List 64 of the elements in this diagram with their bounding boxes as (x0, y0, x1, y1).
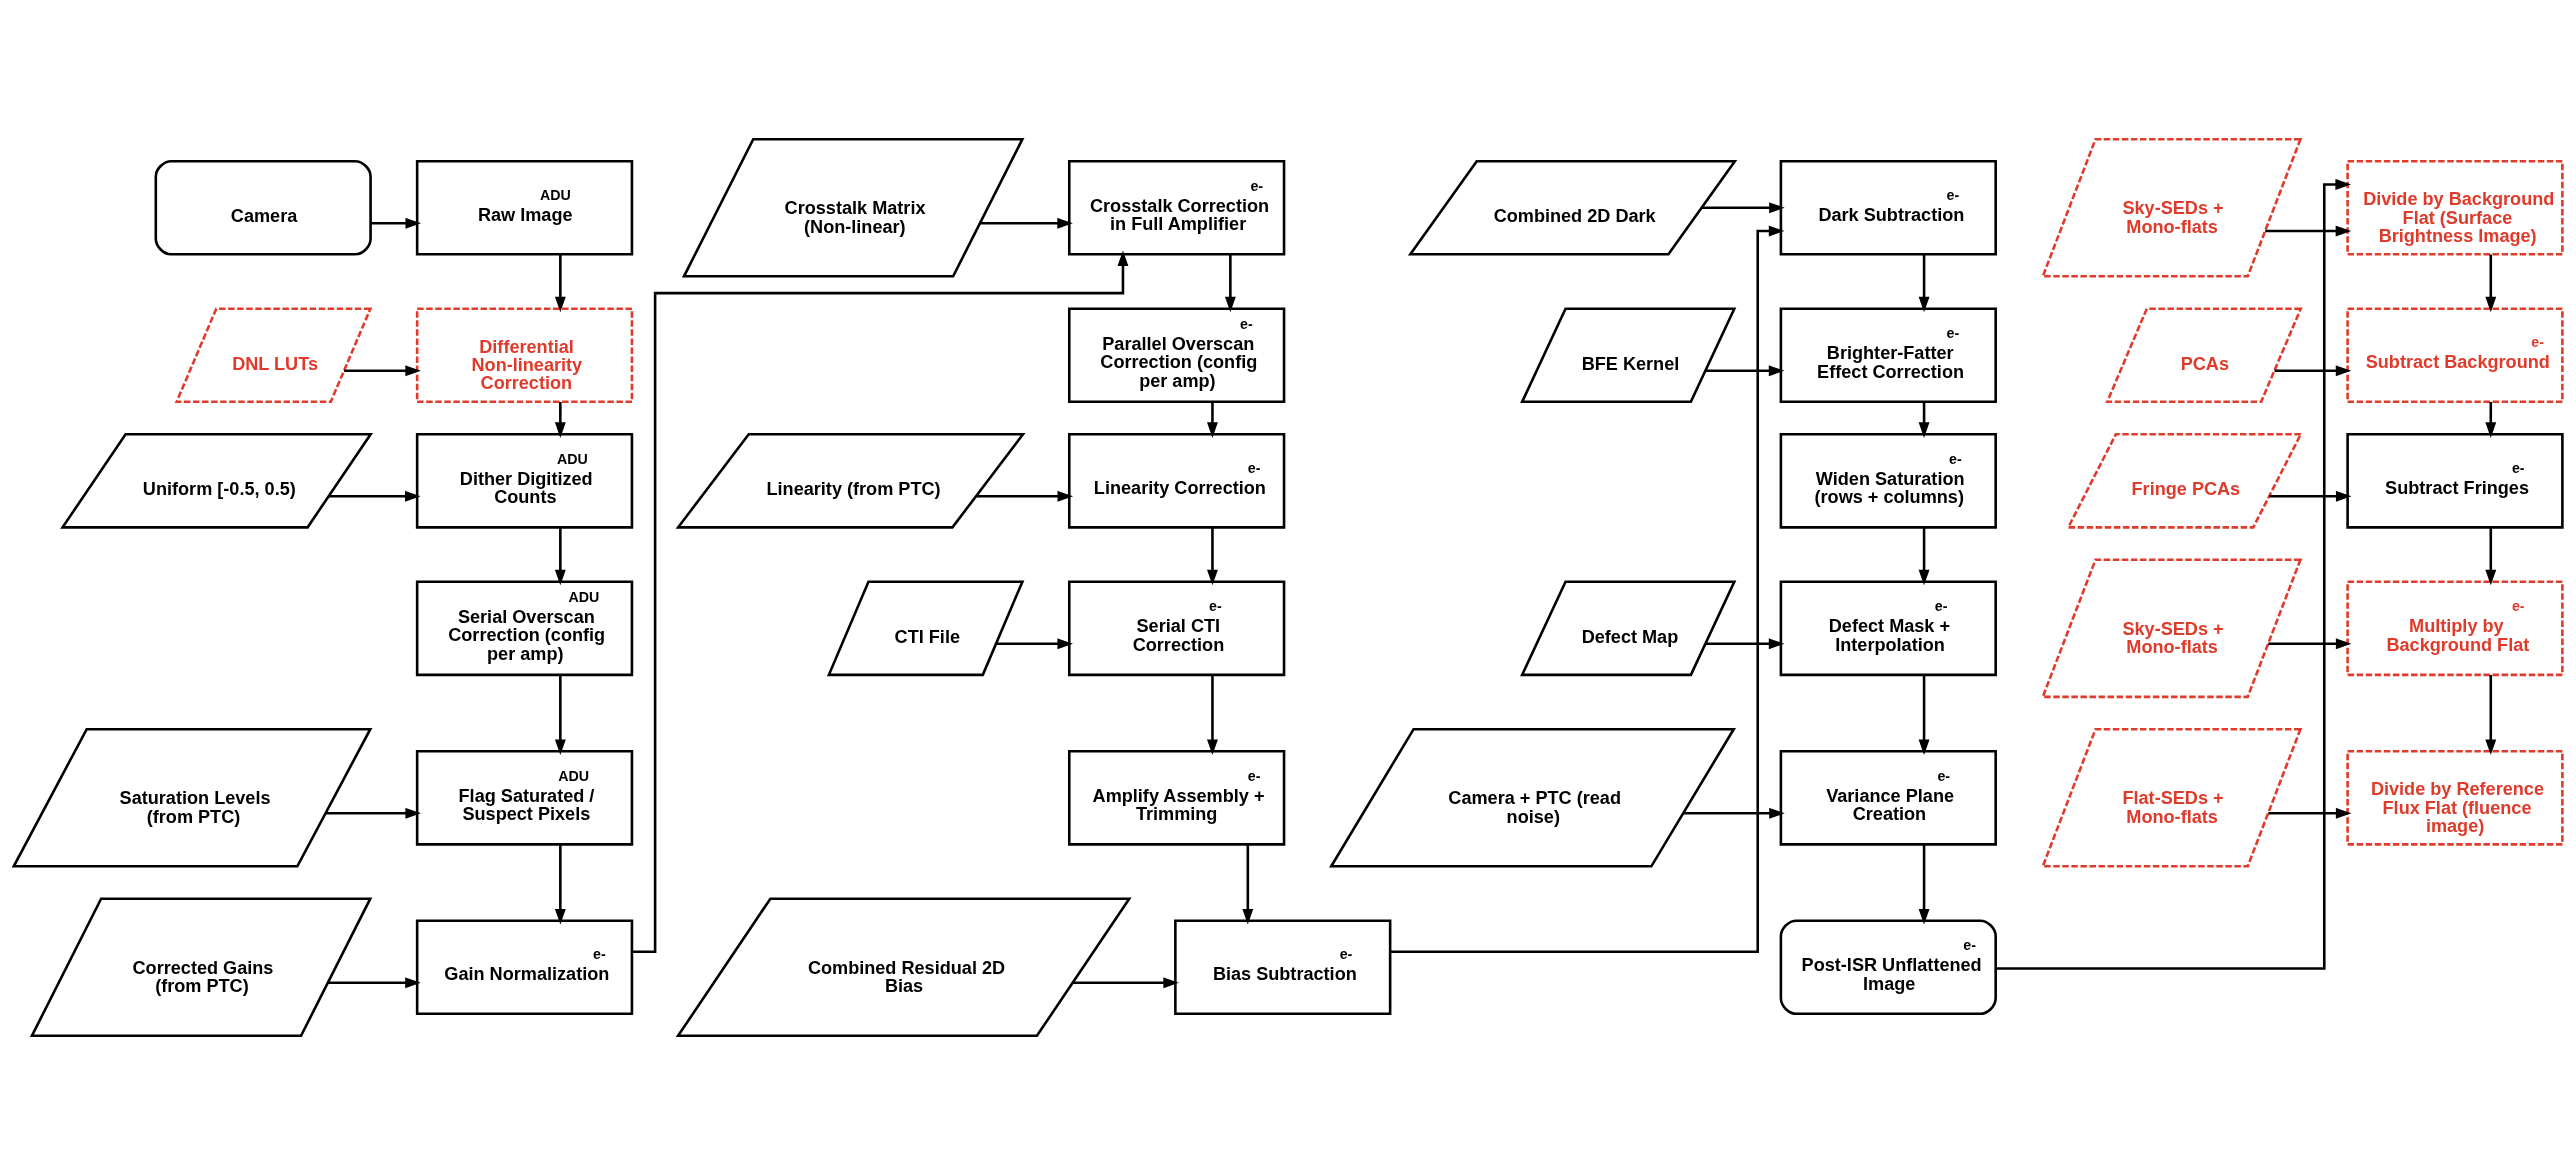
node-box: Divide by Background Flat (Surface Brightness Image) (2346, 159, 2564, 256)
arrow (2274, 364, 2352, 376)
node-box: Divide by Reference Flux Flat (fluence image) (2346, 749, 2564, 846)
node-box: ADU Raw Image (415, 159, 634, 256)
arrow (996, 637, 1073, 649)
node-box: e- Post-ISR Unflattened Image (1779, 918, 1997, 1015)
node-box: e- Linearity Correction (1067, 432, 1286, 529)
node-box: e- Brighter-Fatter Effect Correction (1779, 306, 1997, 403)
arrow (2268, 637, 2352, 649)
arrow (2269, 490, 2352, 502)
node-box: e- Variance Plane Creation (1779, 749, 1997, 846)
arrow (2265, 225, 2352, 236)
arrow (554, 401, 566, 438)
arrow (1918, 526, 1930, 585)
arrow (2485, 401, 2497, 438)
arrow (1683, 807, 1785, 819)
node-box: Camera (154, 159, 372, 256)
node-box: e- Subtract Background (2346, 306, 2564, 403)
arrow (1918, 253, 1930, 312)
node-box: e- Subtract Fringes (2346, 432, 2564, 529)
node-box: e- Crosstalk Correction in Full Amplifier (1067, 159, 1286, 256)
arrow (554, 844, 566, 925)
arrow (328, 490, 421, 502)
arrow (344, 364, 421, 376)
arrow (1224, 253, 1236, 312)
arrow (632, 250, 1129, 953)
arrow (1996, 178, 2351, 970)
arrow (980, 217, 1073, 229)
node-box: e- Parallel Overscan Correction (config per amp) (1067, 306, 1286, 403)
arrow (1207, 401, 1218, 438)
arrow (554, 526, 566, 585)
arrow (554, 674, 566, 755)
arrow (1207, 674, 1218, 755)
arrow (1207, 526, 1218, 585)
node-box: e- Multiply by Background Flat (2346, 579, 2564, 676)
arrow (1242, 844, 1254, 925)
node-box: ADU Serial Overscan Correction (config per amp) (415, 579, 634, 676)
node-box: e- Defect Mask + Interpolation (1779, 579, 1997, 676)
arrow (1390, 225, 1785, 953)
arrow (1072, 976, 1179, 988)
arrow (328, 976, 421, 988)
arrow (1705, 637, 1785, 649)
node-box: e- Serial CTI Correction (1067, 579, 1286, 676)
arrow (1705, 364, 1785, 376)
node-box: ADU Flag Saturated / Suspect Pixels (415, 749, 634, 846)
arrow (2485, 253, 2497, 312)
arrow (2268, 807, 2352, 819)
node-box: Differential Non-linearity Correction (415, 306, 634, 403)
node-box: e- Widen Saturation (rows + columns) (1779, 432, 1997, 529)
node-box: ADU Dither Digitized Counts (415, 432, 634, 529)
node-box: e- Gain Normalization (415, 918, 634, 1015)
node-box: e- Bias Subtraction (1174, 918, 1392, 1015)
arrow (2485, 526, 2497, 585)
node-box: e- Dark Subtraction (1779, 159, 1997, 256)
arrow (1918, 844, 1930, 925)
arrow (1918, 674, 1930, 755)
arrow (554, 253, 566, 312)
arrow (370, 217, 422, 229)
arrow (1918, 401, 1930, 438)
arrow (976, 490, 1074, 502)
node-box: e- Amplify Assembly + Trimming (1067, 749, 1286, 846)
arrow (2485, 674, 2497, 755)
arrow (325, 807, 421, 819)
arrow (1701, 201, 1785, 213)
